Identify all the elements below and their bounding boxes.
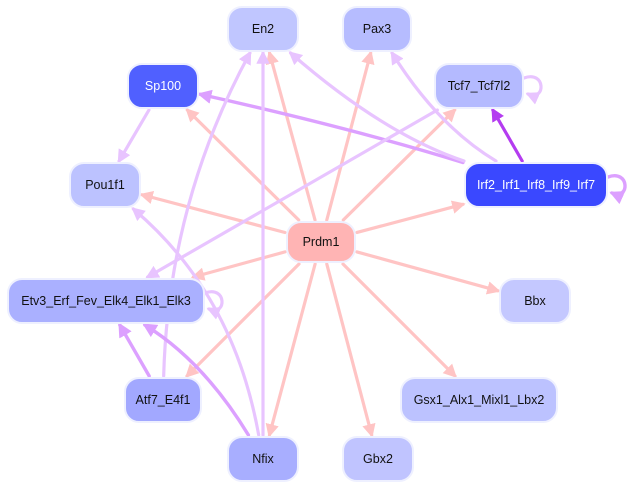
node-prdm1[interactable]: Prdm1 [286,221,356,263]
edge-prdm1-to-gbx2 [325,262,376,438]
node-nfix-label: Nfix [252,452,274,466]
node-nfix[interactable]: Nfix [227,436,299,482]
node-irf-label: Irf2_Irf1_Irf8_Irf9_Irf7 [477,178,595,192]
node-tcf7-label: Tcf7_Tcf7l2 [448,79,511,93]
edge-prdm1-to-bbx [355,250,501,295]
edge-prdm1-to-pou1f1 [139,191,287,235]
edge-prdm1-to-irf [355,200,466,235]
node-pou1f1-box[interactable] [69,162,141,208]
edge-prdm1-to-en2 [265,50,317,222]
node-sp100-label: Sp100 [145,79,181,93]
node-etv3[interactable]: Etv3_Erf_Fev_Elk4_Elk1_Elk3 [7,278,205,324]
edge-prdm1-to-atf7 [185,262,301,378]
node-bbx-box[interactable] [499,278,571,324]
edge-irf-to-en2 [288,51,466,163]
node-gsx1-label: Gsx1_Alx1_Mixl1_Lbx2 [414,393,545,407]
node-bbx-label: Bbx [524,294,546,308]
node-gbx2[interactable]: Gbx2 [342,436,414,482]
node-gbx2-label: Gbx2 [363,452,393,466]
node-en2-box[interactable] [227,6,299,52]
edge-prdm1-to-pax3 [325,50,375,222]
node-gbx2-box[interactable] [342,436,414,482]
node-atf7-box[interactable] [124,377,202,423]
edge-nfix-to-pou1f1 [131,207,261,437]
edge-irf-to-pax3 [390,50,498,163]
node-bbx[interactable]: Bbx [499,278,571,324]
node-atf7[interactable]: Atf7_E4f1 [124,377,202,423]
node-gsx1-box[interactable] [400,377,558,423]
edge-nfix-to-etv3 [142,323,251,437]
edge-sp100-to-pou1f1 [117,108,151,164]
node-tcf7-box[interactable] [434,63,524,109]
edge-prdm1-to-tcf7 [341,108,457,222]
node-irf-box[interactable] [464,162,608,208]
node-en2-label: En2 [252,22,274,36]
edge-irf-to-irf [606,174,627,205]
node-nfix-box[interactable] [227,436,299,482]
edge-atf7-to-en2 [162,50,252,378]
node-pou1f1-label: Pou1f1 [85,178,125,192]
node-sp100[interactable]: Sp100 [127,63,199,109]
edge-atf7-to-etv3 [118,322,151,378]
node-pax3-box[interactable] [342,6,412,52]
node-pax3[interactable]: Pax3 [342,6,412,52]
edge-layer [117,50,627,438]
edge-prdm1-to-nfix [265,262,317,438]
edge-prdm1-to-gsx1 [341,262,457,378]
node-sp100-box[interactable] [127,63,199,109]
edge-tcf7-to-tcf7 [522,75,543,105]
edge-tcf7-to-etv3 [145,108,439,279]
edge-irf-to-sp100 [197,89,465,165]
node-etv3-box[interactable] [7,278,205,324]
edge-prdm1-to-sp100 [185,108,301,222]
node-irf[interactable]: Irf2_Irf1_Irf8_Irf9_Irf7 [464,162,608,208]
node-en2[interactable]: En2 [227,6,299,52]
node-pou1f1[interactable]: Pou1f1 [69,162,141,208]
node-etv3-label: Etv3_Erf_Fev_Elk4_Elk1_Elk3 [21,294,191,308]
edge-irf-to-tcf7 [491,107,524,163]
node-gsx1[interactable]: Gsx1_Alx1_Mixl1_Lbx2 [400,377,558,423]
node-pax3-label: Pax3 [363,22,392,36]
node-atf7-label: Atf7_E4f1 [136,393,191,407]
node-tcf7[interactable]: Tcf7_Tcf7l2 [434,63,524,109]
edge-etv3-to-etv3 [203,290,224,320]
edge-prdm1-to-etv3 [190,250,287,281]
node-prdm1-box[interactable] [286,221,356,263]
node-prdm1-label: Prdm1 [303,235,340,249]
